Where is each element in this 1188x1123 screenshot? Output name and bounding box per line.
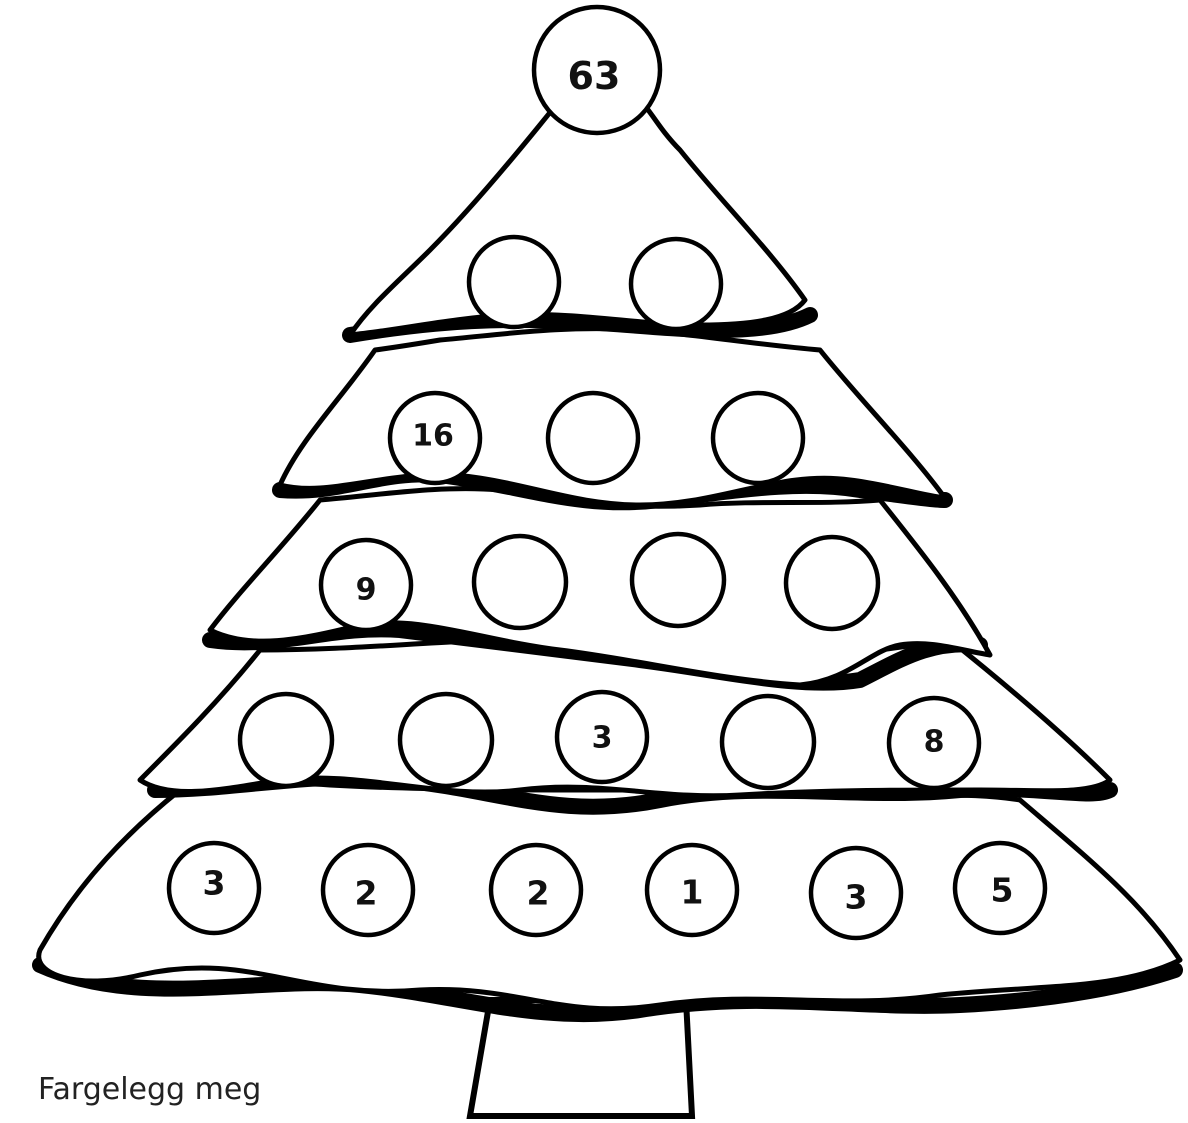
ornament-number: 16 bbox=[412, 419, 454, 454]
ornament[interactable]: 8 bbox=[889, 698, 979, 788]
tree-tier-1 bbox=[350, 100, 810, 335]
ornament[interactable]: 2 bbox=[323, 845, 413, 935]
ornament-number: 1 bbox=[681, 873, 704, 912]
ornament-number: 3 bbox=[845, 878, 868, 917]
ornament[interactable] bbox=[632, 534, 724, 626]
ornament[interactable]: 3 bbox=[557, 692, 647, 782]
ornament-top[interactable]: 63 bbox=[534, 7, 660, 133]
ornament[interactable]: 5 bbox=[955, 843, 1045, 933]
ornament[interactable]: 3 bbox=[169, 843, 259, 933]
ornament[interactable]: 3 bbox=[811, 848, 901, 938]
ornament[interactable] bbox=[786, 537, 878, 629]
ornament[interactable] bbox=[240, 694, 332, 786]
ornament-number: 8 bbox=[924, 725, 945, 760]
ornament[interactable] bbox=[722, 696, 814, 788]
ornament-number: 5 bbox=[991, 871, 1014, 910]
ornament[interactable]: 16 bbox=[390, 393, 480, 483]
ornament[interactable]: 9 bbox=[321, 540, 411, 630]
ornament[interactable] bbox=[474, 536, 566, 628]
ornament-number: 2 bbox=[527, 874, 550, 913]
ornament-number: 3 bbox=[592, 721, 613, 756]
ornament-top-number: 63 bbox=[568, 54, 621, 98]
ornament[interactable] bbox=[713, 393, 803, 483]
ornament[interactable] bbox=[469, 237, 559, 327]
ornament[interactable]: 1 bbox=[647, 845, 737, 935]
ornament[interactable]: 2 bbox=[491, 845, 581, 935]
caption-text: Fargelegg meg bbox=[38, 1072, 261, 1107]
ornament[interactable] bbox=[548, 393, 638, 483]
ornament-number: 3 bbox=[203, 864, 226, 903]
ornament-row-2: 16 bbox=[390, 393, 803, 483]
ornament-number: 2 bbox=[355, 874, 378, 913]
ornament[interactable] bbox=[631, 239, 721, 329]
ornament-number: 9 bbox=[356, 573, 377, 608]
ornament[interactable] bbox=[400, 694, 492, 786]
